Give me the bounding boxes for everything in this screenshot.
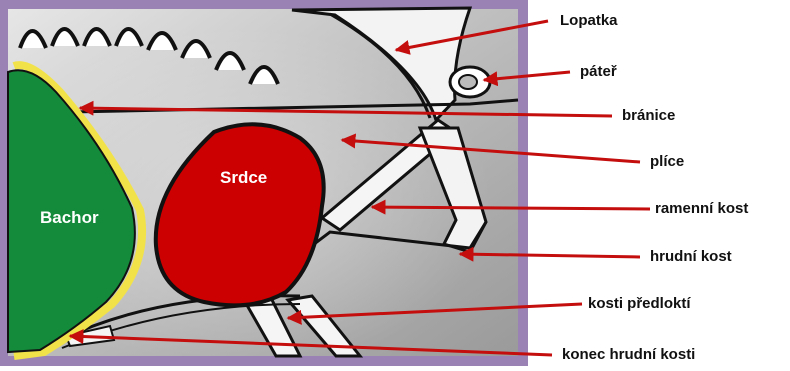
label-lopatka: Lopatka [560, 12, 618, 30]
rumen-label: Bachor [40, 208, 99, 228]
label-hrudni-kost: hrudní kost [650, 248, 732, 266]
label-pater: páteř [580, 63, 617, 81]
label-plice: plíce [650, 153, 684, 171]
label-ramenni-kost: ramenní kost [655, 200, 748, 218]
heart-label: Srdce [220, 168, 267, 188]
arrow-ramenni [372, 207, 650, 209]
label-konec-hrudni-kosti: konec hrudní kosti [562, 346, 695, 364]
label-branice: bránice [622, 107, 675, 125]
label-kosti-predlokti: kosti předloktí [588, 295, 691, 313]
